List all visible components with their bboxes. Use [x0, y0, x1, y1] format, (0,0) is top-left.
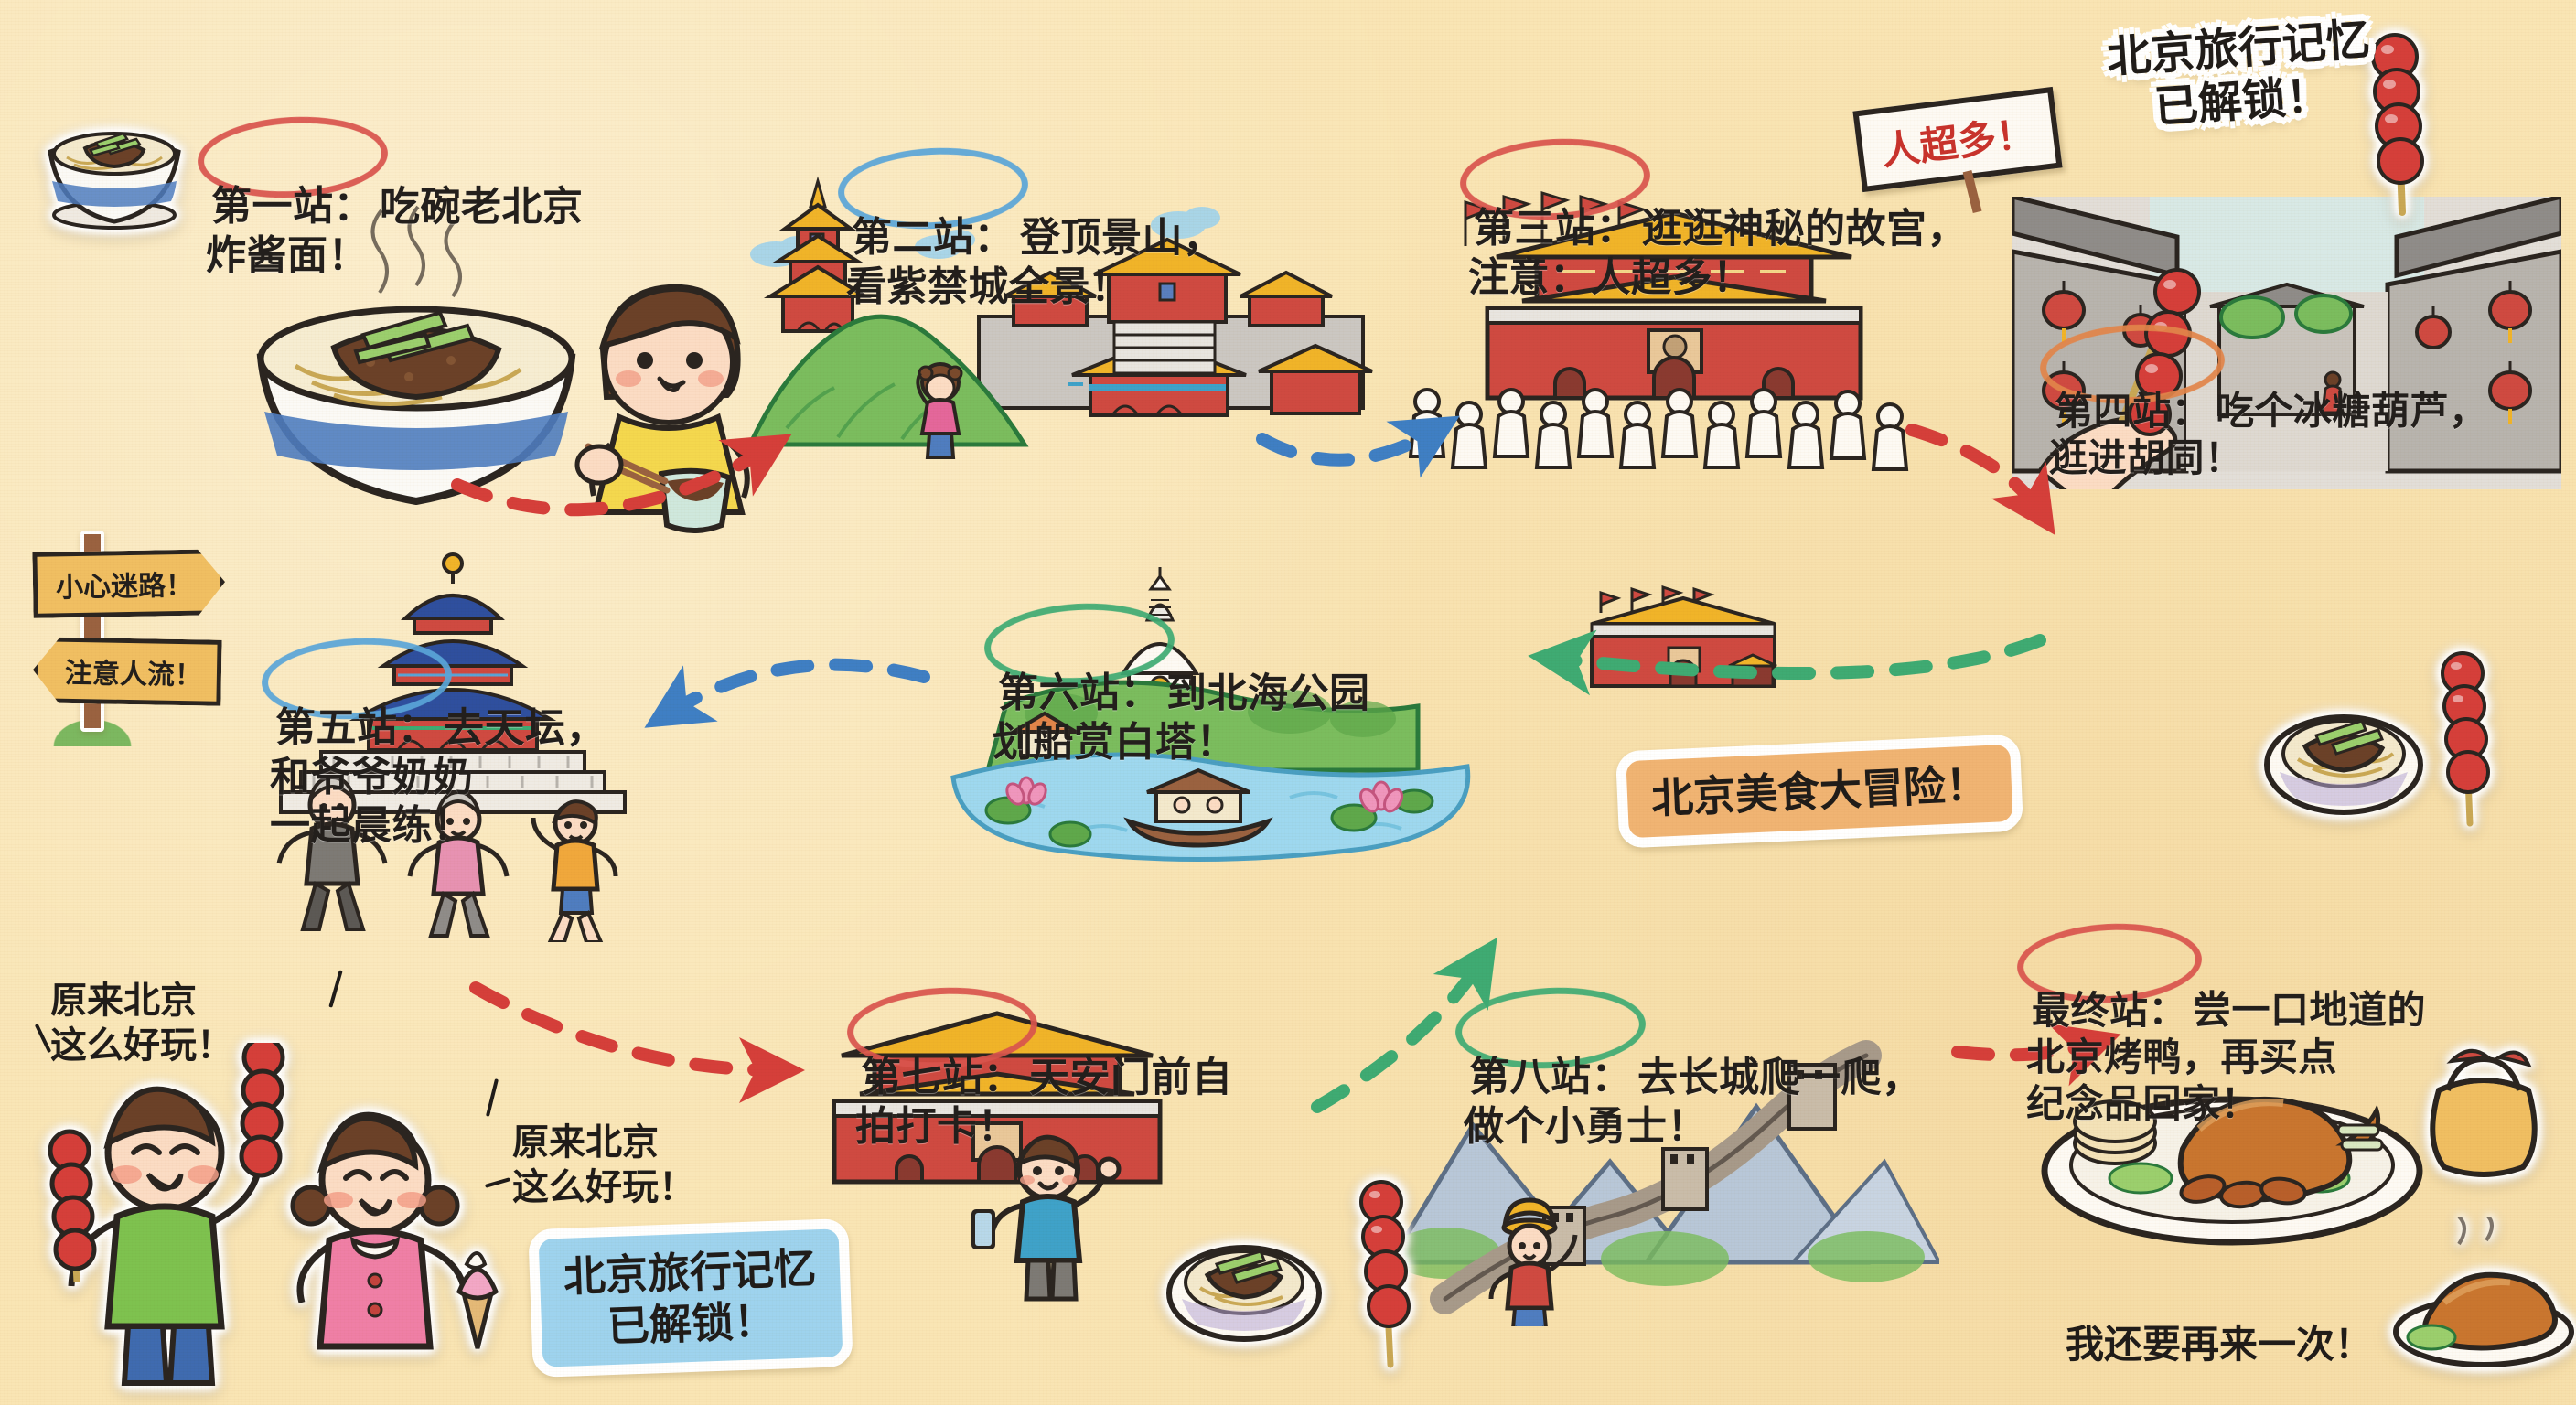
scene-forbidden-city-gate: [1408, 169, 1958, 480]
signpost: 小心迷路！ 注意人流！: [27, 521, 229, 759]
station-8-label: 第八站：: [1453, 955, 1648, 1102]
station-8-caption: 第八站： 去长城爬一爬， 做个小勇士！: [1453, 906, 1923, 1151]
scene-tiananmen-selfie: [787, 988, 1262, 1317]
station-9-text: 尝一口地道的 北京烤鸭，再买点 纪念品回家！: [2026, 988, 2427, 1126]
scene-hutong: [2010, 193, 2564, 507]
badge-food-adventure: 北京美食大冒险！: [1615, 734, 2024, 849]
scene-kids-bottom-left: [27, 1035, 540, 1405]
station-5-text: 去天坛， 和爷爷奶奶 一起晨练！: [270, 705, 606, 849]
scene-beihai-park: [924, 567, 1491, 887]
station-5-label: 第五站：: [259, 606, 455, 753]
station-2-label: 第二站：: [835, 115, 1031, 263]
speech-endnote-text: 我还要再来一次！: [2066, 1323, 2374, 1367]
scene-peking-duck: [2031, 1015, 2433, 1253]
decor-souvenir-gift-bag: [2415, 1034, 2552, 1185]
station-7-caption: 第七站： 天安门前自 拍打卡！: [844, 906, 1233, 1151]
station-8-text: 去长城爬一爬， 做个小勇士！: [1464, 1055, 1923, 1149]
scene-gate-marker-small: [1555, 567, 1811, 704]
station-6-label: 第六站：: [982, 571, 1177, 718]
station-7-label: 第七站：: [844, 955, 1040, 1102]
station-2-text: 登顶景山， 看紫禁城全景！: [846, 215, 1224, 309]
station-3-label: 第三站：: [1457, 106, 1653, 253]
signpost-plank-crowd: 注意人流！: [32, 637, 221, 706]
station-9-caption: 最终站： 尝一口地道的 北京烤鸭，再买点 纪念品回家！: [2014, 846, 2427, 1127]
speech-right: 原来北京 这么好玩！: [484, 1075, 695, 1302]
station-1-label: 第一站：: [195, 84, 391, 231]
station-6-text: 到北海公园 划船赏白塔！: [993, 670, 1370, 765]
speech-left: 原来北京 这么好玩！: [34, 933, 343, 1160]
station-1-caption: 第一站： 吃碗老北京 炸酱面！: [195, 35, 584, 280]
station-4-label: 第四站：: [2037, 294, 2227, 434]
decor-noodle-bowl-right: [2259, 677, 2429, 823]
station-2-caption: 第二站： 登顶景山， 看紫禁城全景！: [835, 66, 1224, 311]
station-1-text: 吃碗老北京 炸酱面！: [206, 184, 584, 278]
station-9-label: 最终站：: [2014, 893, 2205, 1034]
station-4-text: 吃个冰糖葫芦， 逛进胡同！: [2049, 389, 2488, 479]
scene-great-wall: [1386, 988, 1943, 1354]
station-5-caption: 第五站： 去天坛， 和爷爷奶奶 一起晨练！: [259, 556, 606, 851]
station-4-caption: 第四站： 吃个冰糖葫芦， 逛进胡同！: [2037, 247, 2488, 481]
badge-unlock-top: 北京旅行记忆 已解锁！: [2105, 16, 2372, 133]
decor-noodle-bowl-topleft: [32, 73, 197, 242]
decor-noodle-bowl-bottom: [1162, 1207, 1326, 1349]
station-7-text: 天安门前自 拍打卡！: [855, 1055, 1233, 1149]
station-6-caption: 第六站： 到北海公园 划船赏白塔！: [982, 521, 1370, 767]
speech-right-text: 原来北京 这么好玩！: [512, 1121, 695, 1208]
scene-jingshan: [746, 137, 1390, 467]
speech-endnote: 我还要再来一次！: [2066, 1273, 2373, 1368]
crowd-placard-text: 人超多！: [1879, 111, 2037, 174]
decor-tanghulu-topright: [2342, 18, 2452, 229]
signpost-plank-lost: 小心迷路！: [32, 549, 225, 618]
speech-left-text: 原来北京 这么好玩！: [50, 980, 233, 1067]
scene-temple-of-heaven: [197, 549, 709, 944]
station-3-text: 逛逛神秘的故宫， 注意：人超多！: [1468, 206, 1968, 300]
decor-tanghulu-right: [2415, 640, 2516, 842]
station-3-caption: 第三站： 逛逛神秘的故宫， 注意：人超多！: [1457, 57, 1968, 302]
decor-roast-duck-bottom: [2388, 1213, 2576, 1372]
speech-left-tail: [328, 970, 343, 1008]
decor-tanghulu-bottom: [1336, 1171, 1436, 1381]
